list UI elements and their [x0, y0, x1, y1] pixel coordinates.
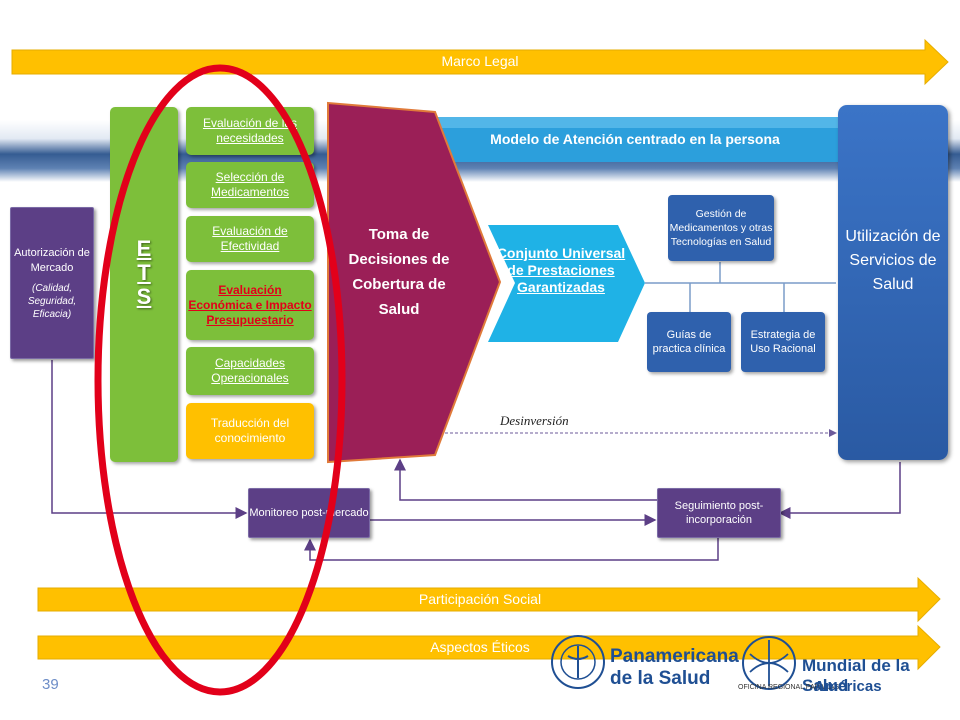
who-logo: Mundial de la Salud OFICINA REGIONAL PAR… [738, 632, 948, 698]
utilizacion-label: Utilización de Servicios de Salud [845, 228, 941, 293]
who-logo-line2: Américas [814, 678, 882, 695]
autorizacion-box: Autorización de Mercado (Calidad, Seguri… [10, 207, 94, 359]
autorizacion-title: Autorización de Mercado [14, 246, 90, 274]
conjunto-shape [488, 225, 645, 342]
ets-letters: E T S [110, 237, 178, 309]
participacion-label: Participación Social [418, 591, 542, 607]
ets-letter-s: S [136, 284, 152, 309]
ets-box-evaluacion-economica: Evaluación Económica e Impacto Presupues… [186, 270, 314, 340]
paho-logo-line2: de la Salud [610, 668, 711, 689]
conjunto-label: Conjunto Universal de Prestaciones Garan… [496, 245, 626, 295]
ets-box-necesidades: Evaluación de las necesidades [186, 107, 314, 155]
modelo-label: Modelo de Atención centrado en la person… [490, 131, 780, 147]
ets-box-seleccion: Selección de Medicamentos [186, 162, 314, 208]
ets-letter-t: T [137, 260, 151, 285]
who-emblem-icon [742, 636, 796, 690]
ets-box-efectividad: Evaluación de Efectividad [186, 216, 314, 262]
desinversion-label: Desinversión [500, 413, 569, 428]
toma-decisiones-label: Toma de Decisiones de Cobertura de Salud [348, 226, 450, 318]
autorizacion-subtitle: (Calidad, Seguridad, Eficacia) [27, 282, 77, 320]
page-number: 39 [42, 676, 59, 693]
ets-box-capacidades: Capacidades Operacionales [186, 347, 314, 395]
connector-utilizacion-seguimiento [778, 462, 901, 519]
ets-letter-e: E [136, 236, 152, 261]
ets-bar: E T S [110, 107, 178, 462]
gestion-box: Gestión de Medicamentos y otras Tecnolog… [668, 195, 774, 261]
estrategia-box: Estrategia de Uso Racional [741, 312, 825, 372]
marco-legal-label: Marco Legal [441, 53, 519, 69]
ets-box-traduccion: Traducción del conocimiento [186, 403, 314, 459]
paho-emblem-icon [551, 635, 605, 689]
monitoreo-box: Monitoreo post-mercado [248, 488, 370, 538]
connector-seguimiento-monitoreo [304, 537, 719, 561]
utilizacion-box: Utilización de Servicios de Salud [838, 105, 948, 460]
paho-logo: Panamericana de la Salud [548, 632, 739, 692]
aspectos-label: Aspectos Éticos [430, 639, 530, 655]
who-logo-line1: Mundial de la Salud [802, 656, 910, 695]
guias-box: Guías de practica clínica [647, 312, 731, 372]
paho-logo-line1: Panamericana [610, 646, 739, 667]
who-logo-small: OFICINA REGIONAL PARA LAS [738, 684, 840, 691]
modelo-ribbon [335, 117, 940, 162]
seguimiento-box: Seguimiento post-incorporación [657, 488, 781, 538]
